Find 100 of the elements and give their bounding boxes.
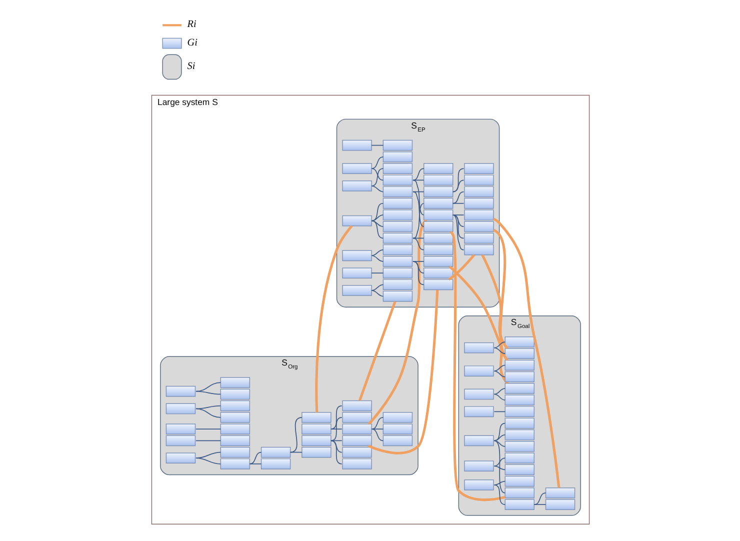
connector bbox=[370, 290, 384, 297]
node-box bbox=[220, 412, 250, 423]
connector bbox=[448, 254, 475, 280]
node-box bbox=[382, 232, 412, 244]
connector bbox=[370, 428, 384, 430]
node-box bbox=[464, 244, 494, 256]
connector bbox=[370, 202, 384, 222]
connector bbox=[533, 504, 546, 505]
node-box bbox=[220, 424, 250, 434]
connector bbox=[330, 440, 342, 442]
connector bbox=[195, 405, 221, 410]
node-box bbox=[464, 163, 494, 174]
connector bbox=[412, 261, 424, 286]
connector bbox=[330, 417, 342, 442]
node-box bbox=[422, 163, 453, 174]
node-box bbox=[504, 487, 534, 498]
node-box bbox=[422, 244, 453, 256]
connector bbox=[493, 440, 506, 447]
node-box bbox=[260, 458, 290, 470]
connector bbox=[330, 405, 342, 430]
node-box bbox=[504, 499, 534, 510]
connector bbox=[452, 168, 464, 192]
connector bbox=[412, 191, 424, 228]
node-box bbox=[382, 279, 412, 290]
node-box bbox=[464, 342, 494, 354]
connector bbox=[195, 390, 221, 395]
node-box bbox=[382, 290, 412, 302]
connector bbox=[370, 284, 384, 291]
node-box bbox=[422, 279, 453, 290]
node-box bbox=[342, 412, 372, 423]
connector bbox=[289, 417, 302, 453]
node-box bbox=[165, 386, 196, 397]
node-box bbox=[422, 221, 453, 232]
node-box bbox=[382, 256, 412, 267]
node-box bbox=[504, 464, 534, 476]
node-box bbox=[422, 186, 453, 198]
connector bbox=[330, 440, 342, 464]
connector bbox=[248, 452, 262, 464]
node-box bbox=[342, 215, 372, 226]
node-box bbox=[342, 400, 372, 412]
connector bbox=[370, 186, 384, 192]
node-box bbox=[301, 412, 331, 423]
node-box bbox=[342, 458, 372, 470]
connector bbox=[412, 261, 424, 262]
node-box bbox=[504, 336, 534, 348]
node-box bbox=[464, 460, 494, 472]
node-box bbox=[220, 446, 250, 458]
node-box bbox=[382, 151, 412, 162]
node-box bbox=[464, 366, 494, 376]
node-box bbox=[342, 268, 372, 278]
connector bbox=[533, 492, 546, 505]
node-box bbox=[165, 435, 196, 446]
connector bbox=[493, 411, 506, 412]
connector bbox=[358, 301, 396, 401]
connector bbox=[370, 144, 384, 146]
node-box bbox=[342, 285, 372, 296]
connector bbox=[248, 463, 262, 464]
node-box bbox=[422, 210, 453, 220]
node-box bbox=[422, 232, 453, 244]
connector bbox=[370, 156, 384, 169]
connector bbox=[412, 238, 424, 239]
node-box bbox=[382, 221, 412, 232]
node-box bbox=[382, 412, 412, 423]
node-box bbox=[382, 268, 412, 278]
cluster: S$_{EP}$ bbox=[336, 118, 500, 308]
node-box bbox=[342, 435, 372, 446]
node-box bbox=[504, 452, 534, 464]
node-box bbox=[504, 418, 534, 429]
node-box bbox=[464, 435, 494, 446]
connector bbox=[370, 249, 384, 256]
connector bbox=[370, 428, 384, 442]
connector bbox=[493, 388, 506, 395]
connector bbox=[412, 191, 424, 192]
connector bbox=[195, 382, 221, 392]
connector bbox=[449, 230, 505, 502]
node-box bbox=[422, 256, 453, 267]
legend-label: Si bbox=[186, 60, 195, 72]
connector bbox=[493, 364, 506, 372]
node-box bbox=[220, 377, 250, 388]
connector bbox=[412, 180, 424, 216]
node-box bbox=[342, 250, 372, 262]
node-box bbox=[342, 424, 372, 434]
node-box bbox=[464, 174, 494, 186]
connector bbox=[370, 272, 384, 274]
node-box bbox=[382, 163, 412, 174]
connector bbox=[493, 484, 506, 505]
node-box bbox=[301, 446, 331, 458]
node-box bbox=[504, 382, 534, 394]
node-box bbox=[220, 458, 250, 470]
connector bbox=[370, 168, 384, 181]
connector bbox=[492, 228, 508, 361]
node-box bbox=[301, 435, 331, 446]
connector bbox=[448, 266, 508, 384]
node-box bbox=[544, 487, 575, 498]
connector bbox=[412, 261, 424, 274]
node-box bbox=[382, 186, 412, 198]
connector bbox=[492, 218, 560, 488]
node-box bbox=[382, 435, 412, 446]
legend-label: Gi bbox=[186, 37, 197, 48]
connector bbox=[493, 458, 506, 466]
